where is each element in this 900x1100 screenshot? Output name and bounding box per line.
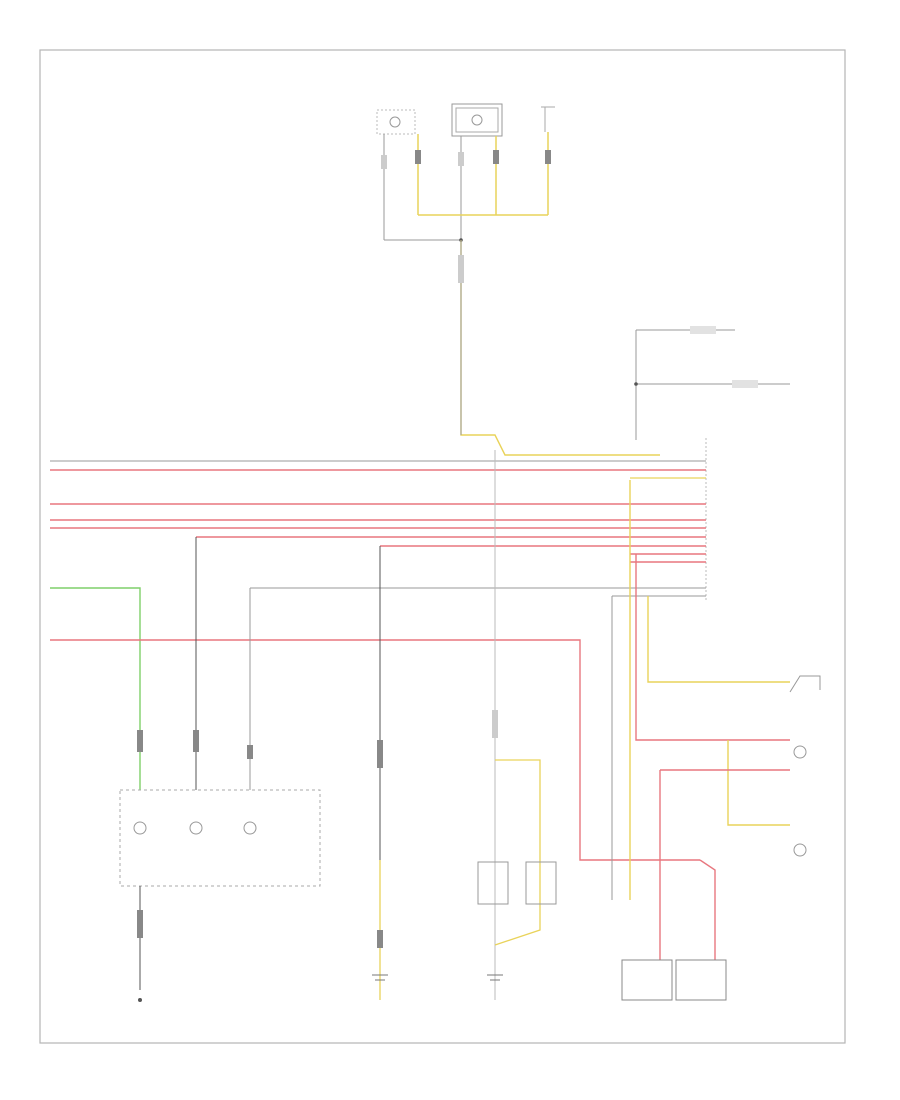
right-circuits [611, 480, 821, 1001]
trailer-connector [621, 959, 673, 1001]
bus-wires [50, 460, 706, 861]
top-lamp-group [376, 103, 660, 456]
right-rear-lamp [451, 103, 503, 137]
middle-bottom [372, 450, 557, 1000]
diagram-frame [39, 49, 846, 1044]
control-module [634, 326, 790, 600]
pullout-assembly [119, 537, 321, 1002]
left-rear-lamp [376, 109, 416, 135]
